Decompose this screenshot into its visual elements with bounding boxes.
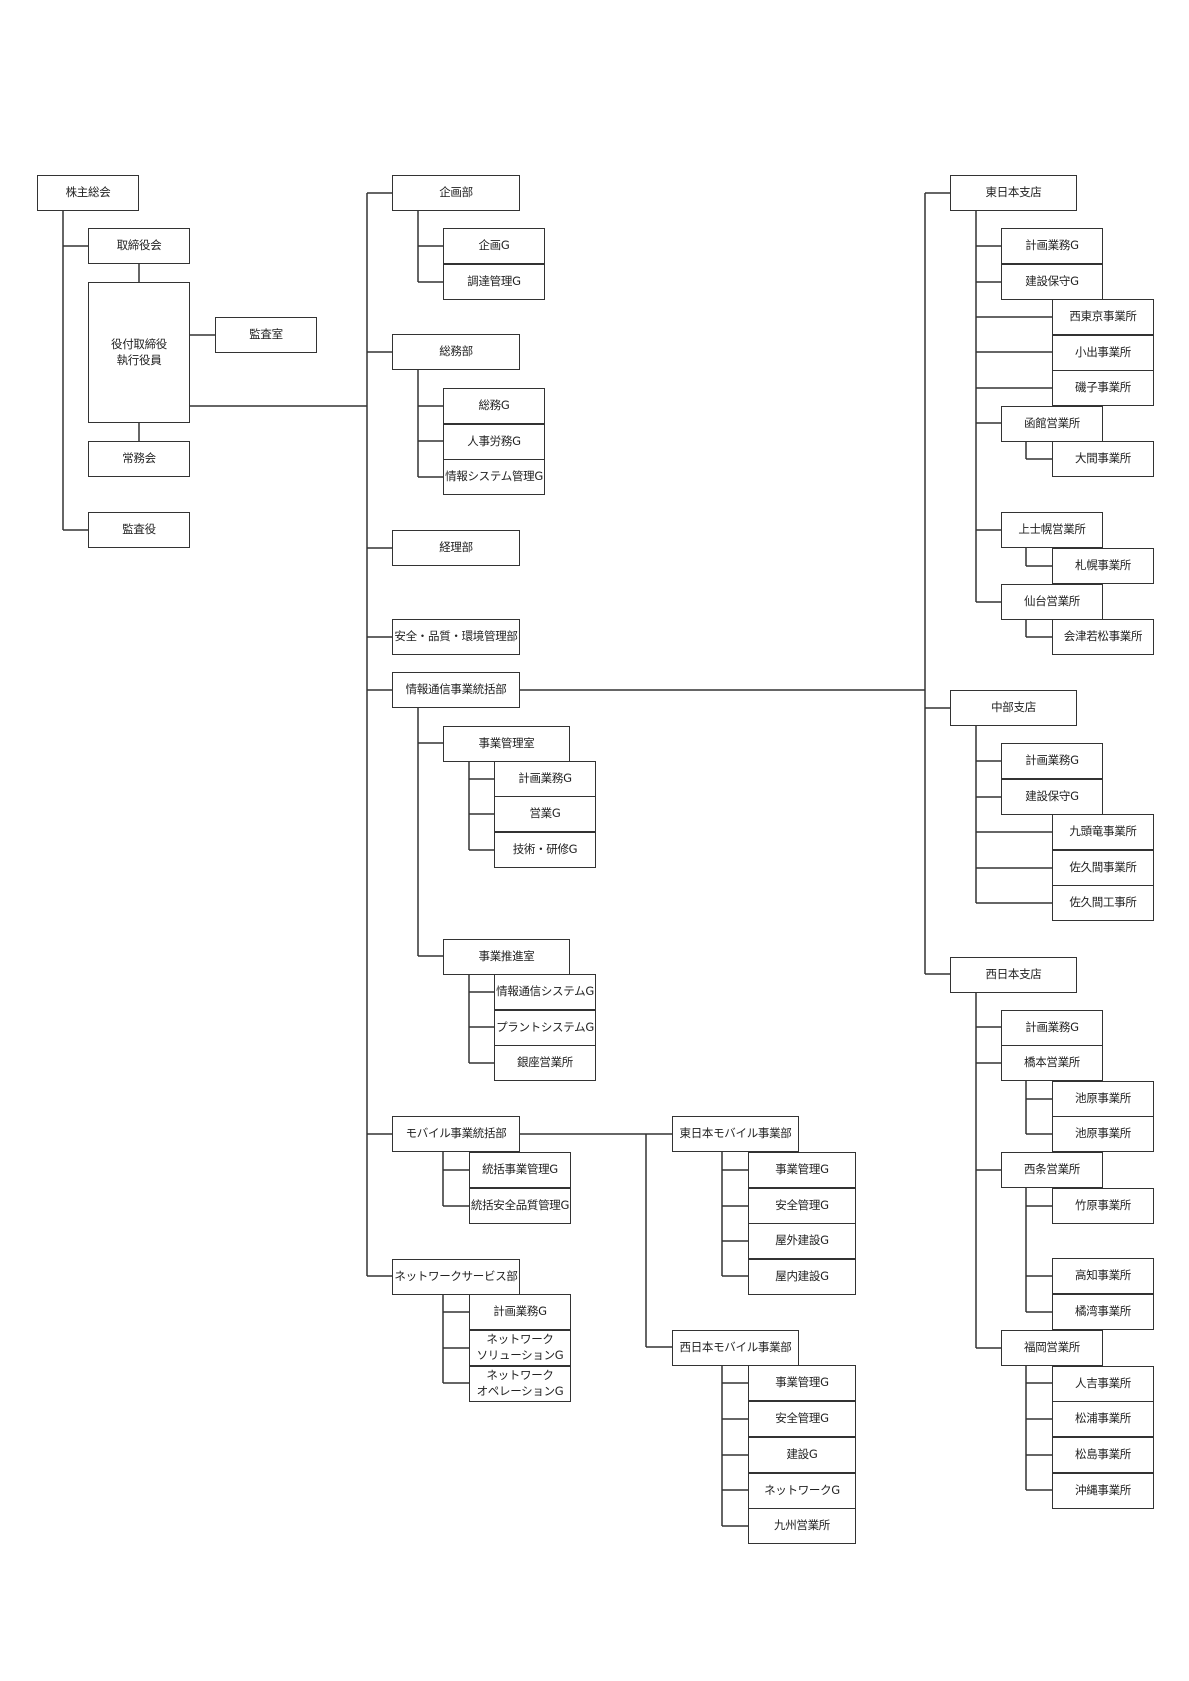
sales-office-box: 橋本営業所 — [1001, 1045, 1103, 1081]
department-box: 経理部 — [392, 530, 520, 566]
sales-office-box: 上士幌営業所 — [1001, 512, 1103, 548]
office-box: 竹原事業所 — [1052, 1188, 1154, 1224]
audit-office-box: 監査室 — [215, 317, 317, 353]
office-box: 小出事業所 — [1052, 335, 1154, 371]
office-box: 沖縄事業所 — [1052, 1473, 1154, 1509]
group-box: 建設保守G — [1001, 779, 1103, 815]
office-box: 高知事業所 — [1052, 1258, 1154, 1294]
group-box: 計画業務G — [1001, 743, 1103, 779]
office-box: 池原事業所 — [1052, 1116, 1154, 1152]
department-box: 安全・品質・環境管理部 — [392, 619, 520, 655]
group-box: 銀座営業所 — [494, 1045, 596, 1081]
division-box: 西日本モバイル事業部 — [672, 1330, 799, 1366]
group-box: 総務G — [443, 388, 545, 424]
office-box: 磯子事業所 — [1052, 370, 1154, 406]
group-box: ネットワーク ソリューションG — [469, 1330, 571, 1366]
group-box: 技術・研修G — [494, 832, 596, 868]
group-box: 情報システム管理G — [443, 459, 545, 495]
group-box: 調達管理G — [443, 264, 545, 300]
shareholders-meeting-box: 株主総会 — [37, 175, 139, 211]
sales-office-box: 仙台営業所 — [1001, 584, 1103, 620]
office-box: 事業推進室 — [443, 939, 570, 975]
department-box: ネットワークサービス部 — [392, 1259, 520, 1295]
group-box: ネットワークG — [748, 1473, 856, 1509]
group-box: 企画G — [443, 228, 545, 264]
group-box: ネットワーク オペレーションG — [469, 1366, 571, 1402]
branch-box: 中部支店 — [950, 690, 1077, 726]
sales-office-box: 福岡営業所 — [1001, 1330, 1103, 1366]
sales-office-box: 函館営業所 — [1001, 406, 1103, 442]
office-box: 会津若松事業所 — [1052, 619, 1154, 655]
group-box: 安全管理G — [748, 1188, 856, 1224]
group-box: 建設G — [748, 1437, 856, 1473]
department-box: モバイル事業統括部 — [392, 1116, 520, 1152]
executives-box: 役付取締役 執行役員 — [88, 282, 190, 423]
group-box: 九州営業所 — [748, 1508, 856, 1544]
managing-committee-box: 常務会 — [88, 441, 190, 477]
office-box: 池原事業所 — [1052, 1081, 1154, 1117]
group-box: 統括事業管理G — [469, 1152, 571, 1188]
sales-office-box: 西条営業所 — [1001, 1152, 1103, 1188]
auditor-box: 監査役 — [88, 512, 190, 548]
group-box: 計画業務G — [469, 1294, 571, 1330]
group-box: 営業G — [494, 796, 596, 832]
group-box: 屋内建設G — [748, 1259, 856, 1295]
department-box: 総務部 — [392, 334, 520, 370]
office-box: 大間事業所 — [1052, 441, 1154, 477]
division-box: 東日本モバイル事業部 — [672, 1116, 799, 1152]
office-box: 事業管理室 — [443, 726, 570, 762]
group-box: 人事労務G — [443, 424, 545, 460]
group-box: 安全管理G — [748, 1401, 856, 1437]
group-box: 屋外建設G — [748, 1223, 856, 1259]
group-box: 事業管理G — [748, 1152, 856, 1188]
office-box: 札幌事業所 — [1052, 548, 1154, 584]
board-of-directors-box: 取締役会 — [88, 228, 190, 264]
group-box: 情報通信システムG — [494, 974, 596, 1010]
office-box: 人吉事業所 — [1052, 1366, 1154, 1402]
group-box: 計画業務G — [1001, 228, 1103, 264]
group-box: 建設保守G — [1001, 264, 1103, 300]
office-box: 佐久間事業所 — [1052, 850, 1154, 886]
office-box: 九頭竜事業所 — [1052, 814, 1154, 850]
office-box: 橘湾事業所 — [1052, 1294, 1154, 1330]
office-box: 西東京事業所 — [1052, 299, 1154, 335]
group-box: 計画業務G — [494, 761, 596, 797]
group-box: プラントシステムG — [494, 1010, 596, 1046]
department-box: 企画部 — [392, 175, 520, 211]
group-box: 事業管理G — [748, 1365, 856, 1401]
office-box: 佐久間工事所 — [1052, 885, 1154, 921]
group-box: 計画業務G — [1001, 1010, 1103, 1046]
office-box: 松浦事業所 — [1052, 1401, 1154, 1437]
branch-box: 東日本支店 — [950, 175, 1077, 211]
group-box: 統括安全品質管理G — [469, 1188, 571, 1224]
department-box: 情報通信事業統括部 — [392, 672, 520, 708]
branch-box: 西日本支店 — [950, 957, 1077, 993]
office-box: 松島事業所 — [1052, 1437, 1154, 1473]
